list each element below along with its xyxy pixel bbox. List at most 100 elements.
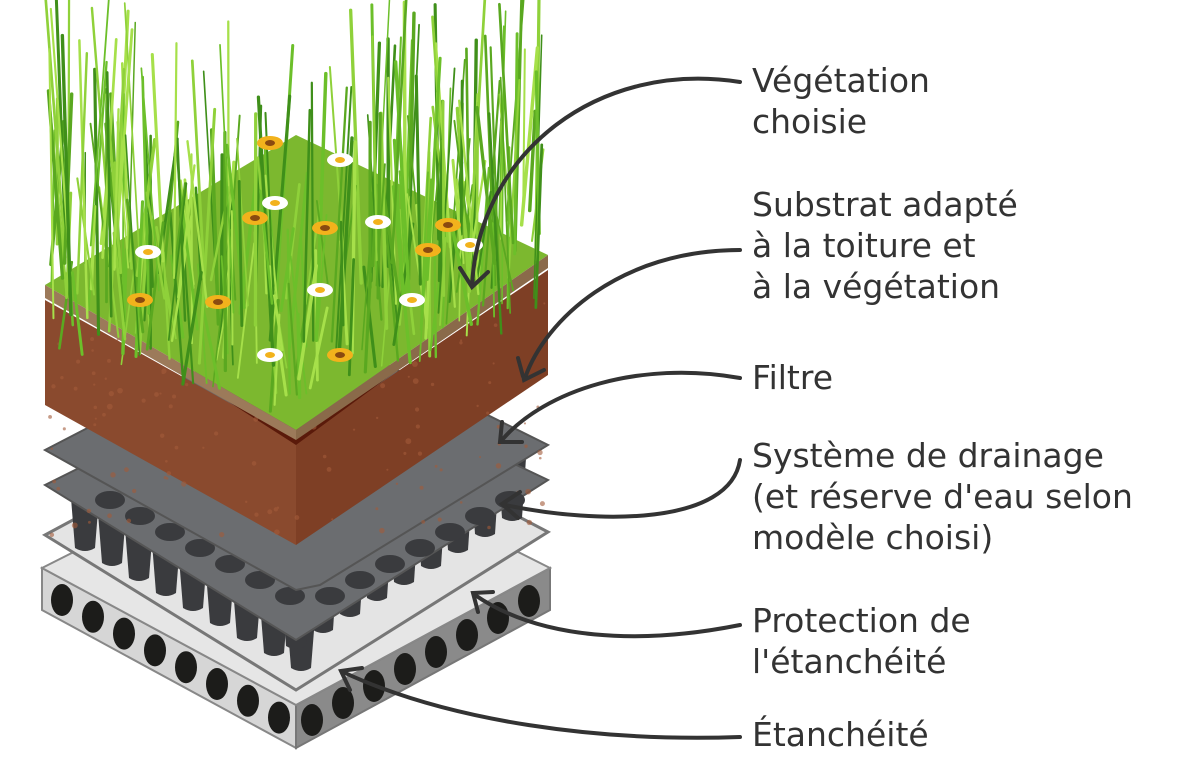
soil-speck [141,398,146,403]
grass-blade [406,193,429,329]
soil-speck [487,525,491,530]
flower-center [443,222,453,228]
flower [242,211,268,225]
label-line: Protection de [752,601,971,640]
grass-blade [431,15,450,243]
flower [257,136,283,150]
flower-center [270,200,280,206]
grass-blade [487,112,503,335]
cup-top [215,555,245,573]
flower-center [335,352,345,358]
soil-speck [276,506,280,509]
flower [327,153,353,167]
soil-speck [434,464,438,468]
grass-blade [181,270,203,386]
grass-blade [70,271,84,356]
grass-blade [498,93,512,235]
grass-blade [414,74,422,286]
soil-speck [395,482,399,485]
soil-speck [403,451,407,455]
flower-center [315,287,325,293]
soil-speck [93,383,96,386]
grass-blade [140,67,160,292]
grass-blade [498,2,515,245]
soil-speck [412,361,418,367]
hole [301,704,323,736]
soil-speck [62,427,66,431]
flower [399,293,425,307]
flower [127,293,153,307]
soil-speck [419,485,424,490]
grass-blade [60,33,73,317]
grass-blade [286,228,291,395]
soil-speck [91,349,94,352]
grass-blade [347,258,356,377]
soil-speck [537,449,543,456]
soil-speck [110,472,116,478]
arrows [338,76,742,740]
soil-speck [459,341,463,345]
grass-blade [76,51,89,295]
label-drainage: Système de drainage (et réserve d'eau se… [752,435,1133,558]
flower-center [213,299,223,305]
grass-blade [314,71,328,343]
vegetation-layer [44,0,548,440]
soil-speck [294,515,300,520]
soil-speck [48,415,52,419]
flower-center [423,247,433,253]
soil-speck [90,337,95,342]
soil-speck [219,531,225,538]
label-substrate: Substrat adapté à la toiture et à la vég… [752,184,1018,307]
grass-blade [89,0,110,247]
soil-speck [56,486,61,491]
soil-speck [254,512,259,517]
soil-speck [407,375,410,378]
soil-speck [102,412,106,417]
soil-speck [161,370,166,375]
grass-blade [190,59,206,281]
grass-blade [458,99,480,296]
label-line: Étanchéité [752,715,929,754]
grass-blade [289,255,308,395]
grass-blade [219,43,235,314]
soil-speck [526,519,533,526]
grass-blade [173,42,178,280]
grass-blade [236,137,249,307]
soil-speck [106,403,113,410]
soil-speck [386,468,389,471]
soil-speck [52,479,57,484]
arrow-filter [500,370,742,442]
soil-speck [251,461,257,466]
grass-blade [125,198,145,334]
soil-speck [267,509,273,515]
grass-blade [256,95,276,367]
soil-speck [174,445,179,450]
label-line: Végétation [752,61,930,100]
grass-blade [124,134,141,357]
flower-center [373,219,383,225]
soil-speck [49,532,55,538]
label-line: à la toiture et [752,226,976,265]
label-filter: Filtre [752,357,833,398]
grass-blade [308,306,329,390]
label-line: Filtre [752,358,834,397]
cup-top [315,587,345,605]
arrow-vegetation [470,76,742,287]
soil-speck [414,407,420,412]
soil-speck [94,417,97,420]
grass-blade [145,221,165,351]
soil-speck [104,377,107,380]
grass-blade [44,0,67,259]
grass-blade [310,81,315,342]
grass-blade [268,94,292,342]
soil-speck [91,371,96,376]
hole [51,584,73,616]
grass-blade [459,79,464,236]
flower-center [335,157,345,163]
grass-blade [113,108,120,271]
cup-top [155,523,185,541]
cup-top [435,523,465,541]
soil-speck [107,513,112,519]
grass-blade [197,107,217,365]
grass-blade [467,0,487,272]
